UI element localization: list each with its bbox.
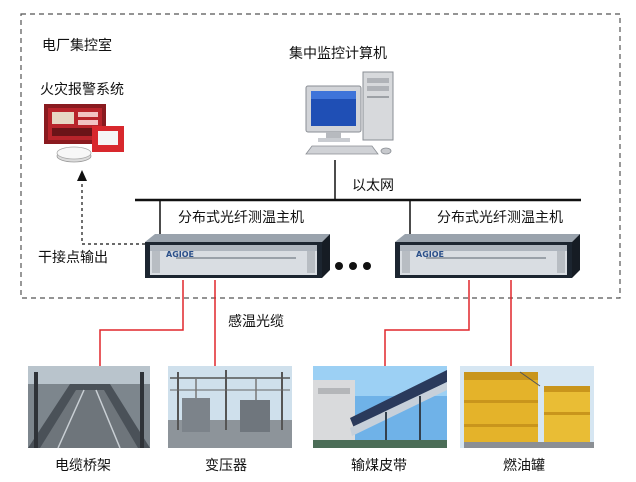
host-brand-1: AGIOE (166, 250, 194, 259)
ellipsis-dot (363, 262, 371, 270)
fire-alarm-panel-image (44, 104, 124, 163)
host-label-2: 分布式光纤测温主机 (437, 210, 563, 226)
site-label-coal-belt: 输煤皮带 (351, 458, 407, 474)
coal-belt-image (313, 366, 447, 448)
sensing-fiber-label: 感温光缆 (228, 314, 284, 330)
fire-alarm-label: 火灾报警系统 (40, 82, 124, 98)
fiber-coal-belt (384, 280, 470, 366)
host-label-1: 分布式光纤测温主机 (178, 210, 304, 226)
site-label-cable-tray: 电缆桥架 (55, 458, 111, 474)
host-brand-2: AGIOE (416, 250, 444, 259)
dry-contact-line (81, 180, 145, 245)
cable-tray-image (28, 366, 150, 449)
oil-tank-image (460, 366, 594, 448)
monitor-computer-label: 集中监控计算机 (289, 46, 387, 62)
host-unit-1: AGIOE (145, 234, 330, 278)
host-unit-2: AGIOE (395, 234, 580, 278)
ethernet-label: 以太网 (352, 178, 394, 194)
ellipsis-dot (349, 262, 357, 270)
control-room-boundary (20, 13, 621, 299)
dry-contact-arrowhead (77, 170, 87, 181)
transformer-image (168, 366, 292, 448)
computer-image (305, 71, 394, 155)
fiber-cable-tray (99, 280, 184, 366)
dry-contact-label: 干接点输出 (38, 250, 108, 266)
control-room-label: 电厂集控室 (42, 38, 112, 54)
site-label-transformer: 变压器 (205, 458, 247, 474)
ellipsis-dot (335, 262, 343, 270)
site-label-oil-tank: 燃油罐 (503, 458, 545, 474)
